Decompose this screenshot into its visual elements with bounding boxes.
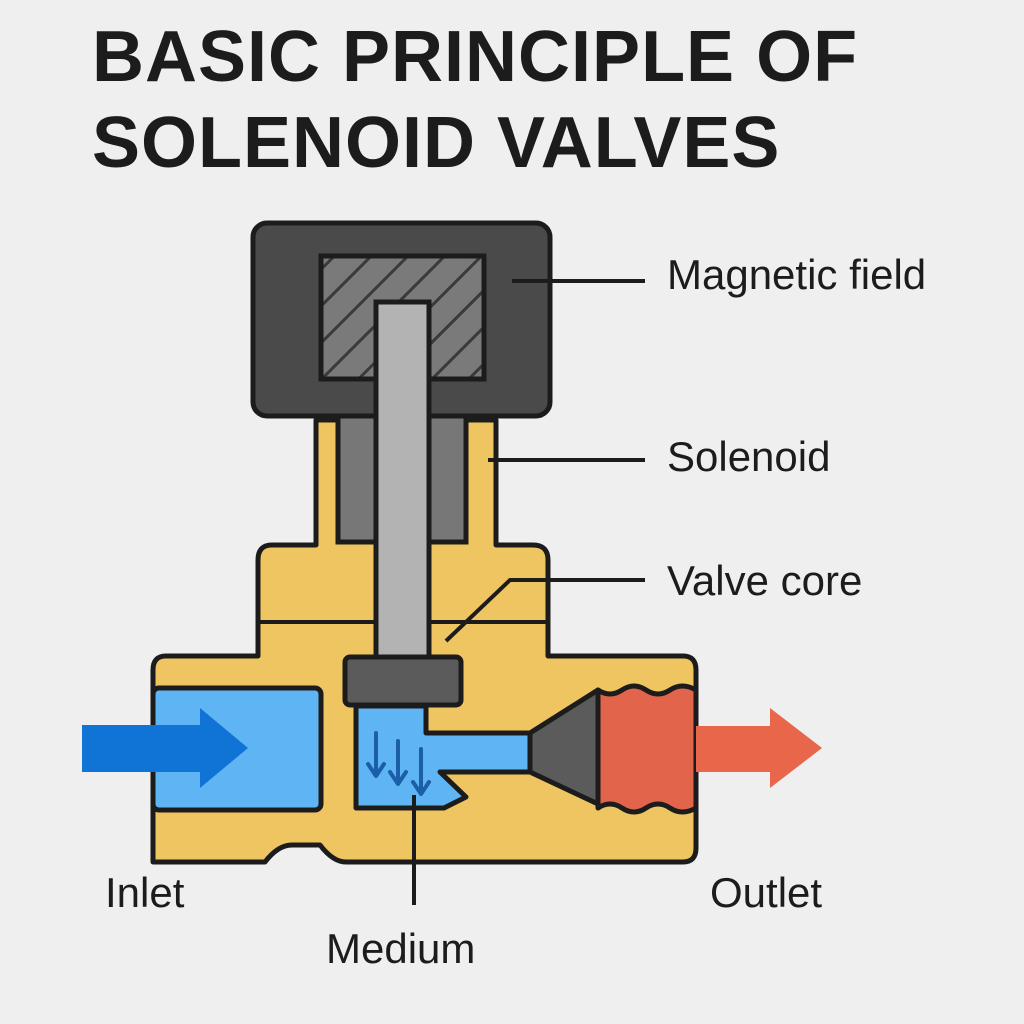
outlet-fitting — [595, 683, 699, 815]
label-medium: Medium — [326, 925, 476, 972]
title-line-1: BASIC PRINCIPLE OF — [92, 17, 859, 97]
label-magnetic-field: Magnetic field — [667, 251, 927, 298]
label-solenoid: Solenoid — [667, 433, 831, 480]
outlet-arrow — [696, 708, 822, 788]
leader-lines — [412, 279, 645, 905]
medium-flow-arrows — [366, 731, 431, 796]
inlet-arrow — [82, 708, 248, 788]
title-line-2: SOLENOID VALVES — [92, 103, 781, 183]
leader-valve-core — [444, 578, 645, 643]
valve-plunger — [373, 299, 432, 678]
diagram-title: BASIC PRINCIPLE OF SOLENOID VALVES — [92, 14, 858, 186]
valve-seat-disk — [342, 654, 464, 708]
label-inlet: Inlet — [105, 869, 185, 916]
label-outlet: Outlet — [710, 869, 823, 916]
label-valve-core: Valve core — [667, 557, 863, 604]
